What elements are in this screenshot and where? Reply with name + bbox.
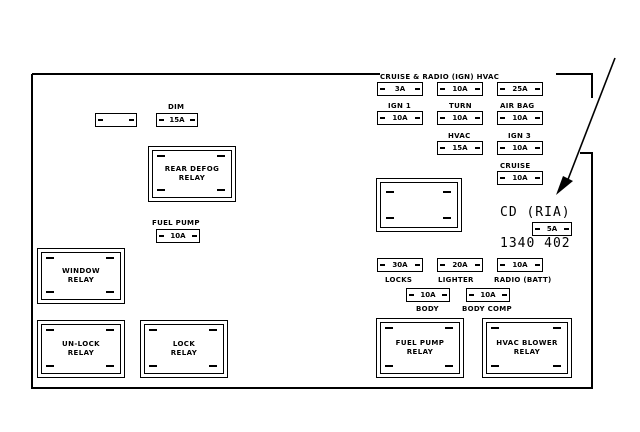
- relay-rear-defog-line1: REAR DEFOG: [164, 165, 220, 173]
- fuse-turn-label: TURN: [449, 102, 472, 110]
- fuse-body: 10A: [406, 288, 450, 302]
- relay-pin: [46, 257, 54, 259]
- relay-fuel-pump: FUEL PUMP RELAY: [376, 318, 464, 378]
- fuse-ign1: 10A: [377, 111, 423, 125]
- relay-pin: [386, 217, 394, 219]
- top-header-label: CRUISE & RADIO (IGN) HVAC: [380, 73, 500, 81]
- relay-pin: [46, 365, 54, 367]
- fuse-dim: 15A: [156, 113, 198, 127]
- fuse-lighter: 20A: [437, 258, 483, 272]
- relay-pin: [443, 217, 451, 219]
- pointer-arrow-head: [556, 176, 573, 195]
- relay-pin: [106, 291, 114, 293]
- relay-pin: [46, 329, 54, 331]
- relay-pin: [157, 189, 165, 191]
- relay-fuel-pump-inner: [380, 322, 460, 374]
- relay-hvac-blower-line2: RELAY: [513, 348, 541, 356]
- relay-fuel-pump-text: FUEL PUMP RELAY: [377, 339, 463, 357]
- fuse-body-label: BODY: [416, 305, 439, 313]
- relay-lock: LOCK RELAY: [140, 320, 228, 378]
- relay-pin: [445, 327, 453, 329]
- relay-unlock-line2: RELAY: [67, 349, 95, 357]
- relay-pin: [553, 327, 561, 329]
- handwritten-number: 1340 402: [500, 236, 571, 251]
- fuse-cruise-label: CRUISE: [500, 162, 531, 170]
- relay-pin: [386, 191, 394, 193]
- relay-pin: [491, 327, 499, 329]
- relay-hvac-blower-inner: [486, 322, 568, 374]
- relay-hvac-blower-line1: HVAC BLOWER: [496, 339, 558, 347]
- relay-pin: [385, 365, 393, 367]
- fuse-radio-batt: 10A: [497, 258, 543, 272]
- fuse-cruise: 10A: [497, 171, 543, 185]
- relay-hvac-blower: HVAC BLOWER RELAY: [482, 318, 572, 378]
- fuse-ign1-label: IGN 1: [388, 102, 412, 110]
- fuse-radio-batt-label: RADIO (BATT): [494, 276, 552, 284]
- relay-unlock: UN-LOCK RELAY: [37, 320, 125, 378]
- relay-lock-text: LOCK RELAY: [141, 340, 227, 358]
- fuse-dim-label: DIM: [168, 103, 185, 111]
- relay-blank: [376, 178, 462, 232]
- fuse-locks-label: LOCKS: [385, 276, 413, 284]
- fuse-body-comp-label: BODY COMP: [462, 305, 512, 313]
- fuse-turn: 10A: [437, 111, 483, 125]
- handwritten-cd-label: CD (RIA): [500, 205, 571, 220]
- relay-pin: [106, 365, 114, 367]
- relay-pin: [445, 365, 453, 367]
- fuse-cruise-radio: 3A: [377, 82, 423, 96]
- fuse-air-bag: 10A: [497, 111, 543, 125]
- panel-outline: [31, 73, 593, 389]
- relay-pin: [443, 191, 451, 193]
- fuse-fuel-pump-label: FUEL PUMP: [152, 219, 200, 227]
- relay-window: WINDOW RELAY: [37, 248, 125, 304]
- relay-window-line2: RELAY: [67, 276, 95, 284]
- relay-pin: [157, 155, 165, 157]
- relay-lock-line2: RELAY: [170, 349, 198, 357]
- relay-pin: [209, 365, 217, 367]
- relay-window-text: WINDOW RELAY: [38, 267, 124, 285]
- relay-pin: [106, 329, 114, 331]
- relay-rear-defog: REAR DEFOG RELAY: [148, 146, 236, 202]
- fuse-body-comp: 10A: [466, 288, 510, 302]
- fuse-lighter-label: LIGHTER: [438, 276, 474, 284]
- relay-window-line1: WINDOW: [61, 267, 101, 275]
- relay-lock-inner: [144, 324, 224, 374]
- relay-rear-defog-text: REAR DEFOG RELAY: [149, 165, 235, 183]
- fuse-cd: 5A: [532, 222, 572, 236]
- fuse-locks: 30A: [377, 258, 423, 272]
- fuse-fuel-pump: 10A: [156, 229, 200, 243]
- relay-pin: [46, 291, 54, 293]
- fuse-radio-ign: 10A: [437, 82, 483, 96]
- fuse-ign3-label: IGN 3: [508, 132, 532, 140]
- fuse-ign3: 10A: [497, 141, 543, 155]
- relay-blank-inner: [380, 182, 458, 228]
- relay-window-inner: [41, 252, 121, 300]
- relay-fuel-pump-line1: FUEL PUMP: [395, 339, 445, 347]
- relay-rear-defog-inner: [152, 150, 232, 198]
- relay-pin: [553, 365, 561, 367]
- relay-pin: [209, 329, 217, 331]
- relay-unlock-line1: UN-LOCK: [62, 340, 100, 348]
- relay-pin: [217, 189, 225, 191]
- relay-pin: [217, 155, 225, 157]
- relay-hvac-blower-text: HVAC BLOWER RELAY: [483, 339, 571, 357]
- relay-unlock-text: UN-LOCK RELAY: [38, 340, 124, 358]
- relay-pin: [385, 327, 393, 329]
- relay-lock-line1: LOCK: [172, 340, 196, 348]
- relay-pin: [491, 365, 499, 367]
- fuse-hvac-top: 25A: [497, 82, 543, 96]
- fuse-hvac-label: HVAC: [448, 132, 471, 140]
- relay-pin: [149, 365, 157, 367]
- relay-fuel-pump-line2: RELAY: [406, 348, 434, 356]
- fuse-hvac: 15A: [437, 141, 483, 155]
- relay-unlock-inner: [41, 324, 121, 374]
- relay-pin: [106, 257, 114, 259]
- pointer-arrow-line: [566, 57, 616, 183]
- relay-rear-defog-line2: RELAY: [178, 174, 206, 182]
- relay-pin: [149, 329, 157, 331]
- fuse-blank-top-left: [95, 113, 137, 127]
- fuse-air-bag-label: AIR BAG: [500, 102, 535, 110]
